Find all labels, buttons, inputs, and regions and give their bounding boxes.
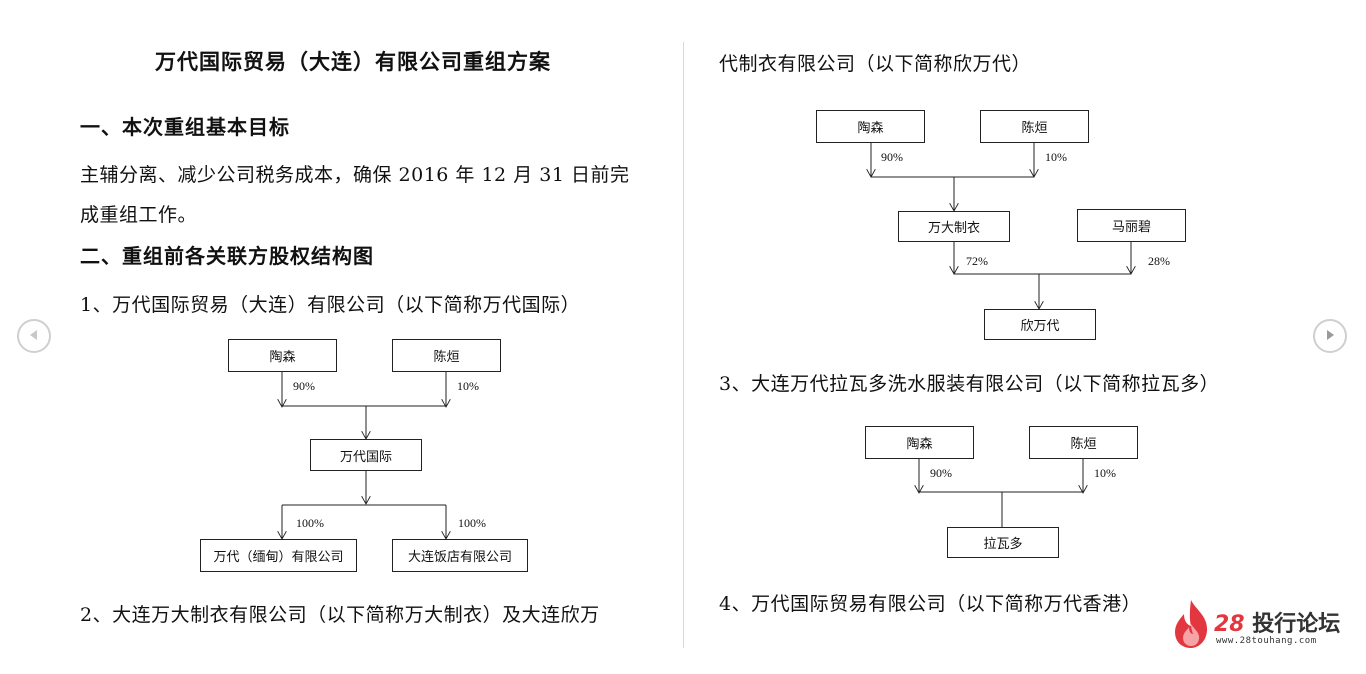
chart1-sub-pct-a: 100% — [296, 516, 324, 530]
page-divider — [683, 42, 684, 648]
flame-icon — [1170, 598, 1212, 654]
chart1-sub-pct-b: 100% — [458, 516, 486, 530]
logo-url: www.28touhang.com — [1216, 636, 1317, 646]
logo-name: 投行论坛 — [1252, 612, 1341, 637]
item1-text: 1、万代国际贸易（大连）有限公司（以下简称万代国际） — [80, 294, 581, 316]
chart2-pct-b: 10% — [1045, 150, 1067, 164]
chart1-subsidiary-a: 万代（缅甸）有限公司 — [200, 539, 357, 572]
chart3-shareholder-b: 陈烜 — [1029, 426, 1138, 459]
chart2-pct-a: 90% — [881, 150, 903, 164]
section1-text-line2: 成重组工作。 — [80, 204, 198, 226]
chart2-mid-b: 马丽碧 — [1077, 209, 1186, 242]
chart1-pct-b: 10% — [457, 379, 479, 393]
section2-heading: 二、重组前各关联方股权结构图 — [80, 244, 374, 268]
chevron-right-icon — [1323, 327, 1337, 346]
chart2-mid-pct-a: 72% — [966, 254, 988, 268]
chart3-shareholder-a: 陶森 — [865, 426, 974, 459]
prev-page-button[interactable] — [17, 319, 51, 353]
chart2-shareholder-b: 陈烜 — [980, 110, 1089, 143]
chart2-mid-pct-b: 28% — [1148, 254, 1170, 268]
logo-number: 28 — [1214, 612, 1245, 637]
chart2-company: 欣万代 — [984, 309, 1096, 340]
chart1-subsidiary-b: 大连饭店有限公司 — [392, 539, 528, 572]
next-page-button[interactable] — [1313, 319, 1347, 353]
chart1-pct-a: 90% — [293, 379, 315, 393]
chart3-company: 拉瓦多 — [947, 527, 1059, 558]
item2-text-line1: 2、大连万大制衣有限公司（以下简称万大制衣）及大连欣万 — [80, 604, 600, 626]
chart1-shareholder-b: 陈烜 — [392, 339, 501, 372]
chart2-mid-a: 万大制衣 — [898, 211, 1010, 242]
site-logo: 28 投行论坛 www.28touhang.com — [1170, 598, 1350, 654]
chart1-company: 万代国际 — [310, 439, 422, 471]
section1-heading: 一、本次重组基本目标 — [80, 115, 290, 139]
document-title: 万代国际贸易（大连）有限公司重组方案 — [155, 49, 551, 74]
chart3-pct-b: 10% — [1094, 466, 1116, 480]
chart3-pct-a: 90% — [930, 466, 952, 480]
item2-text-line2: 代制衣有限公司（以下简称欣万代） — [719, 53, 1032, 75]
chevron-left-icon — [27, 327, 41, 346]
item3-text: 3、大连万代拉瓦多洗水服装有限公司（以下简称拉瓦多） — [719, 373, 1220, 395]
chart2-shareholder-a: 陶森 — [816, 110, 925, 143]
section1-text-line1: 主辅分离、减少公司税务成本，确保 2016 年 12 月 31 日前完 — [80, 164, 630, 186]
chart1-shareholder-a: 陶森 — [228, 339, 337, 372]
item4-text: 4、万代国际贸易有限公司（以下简称万代香港） — [719, 593, 1142, 615]
